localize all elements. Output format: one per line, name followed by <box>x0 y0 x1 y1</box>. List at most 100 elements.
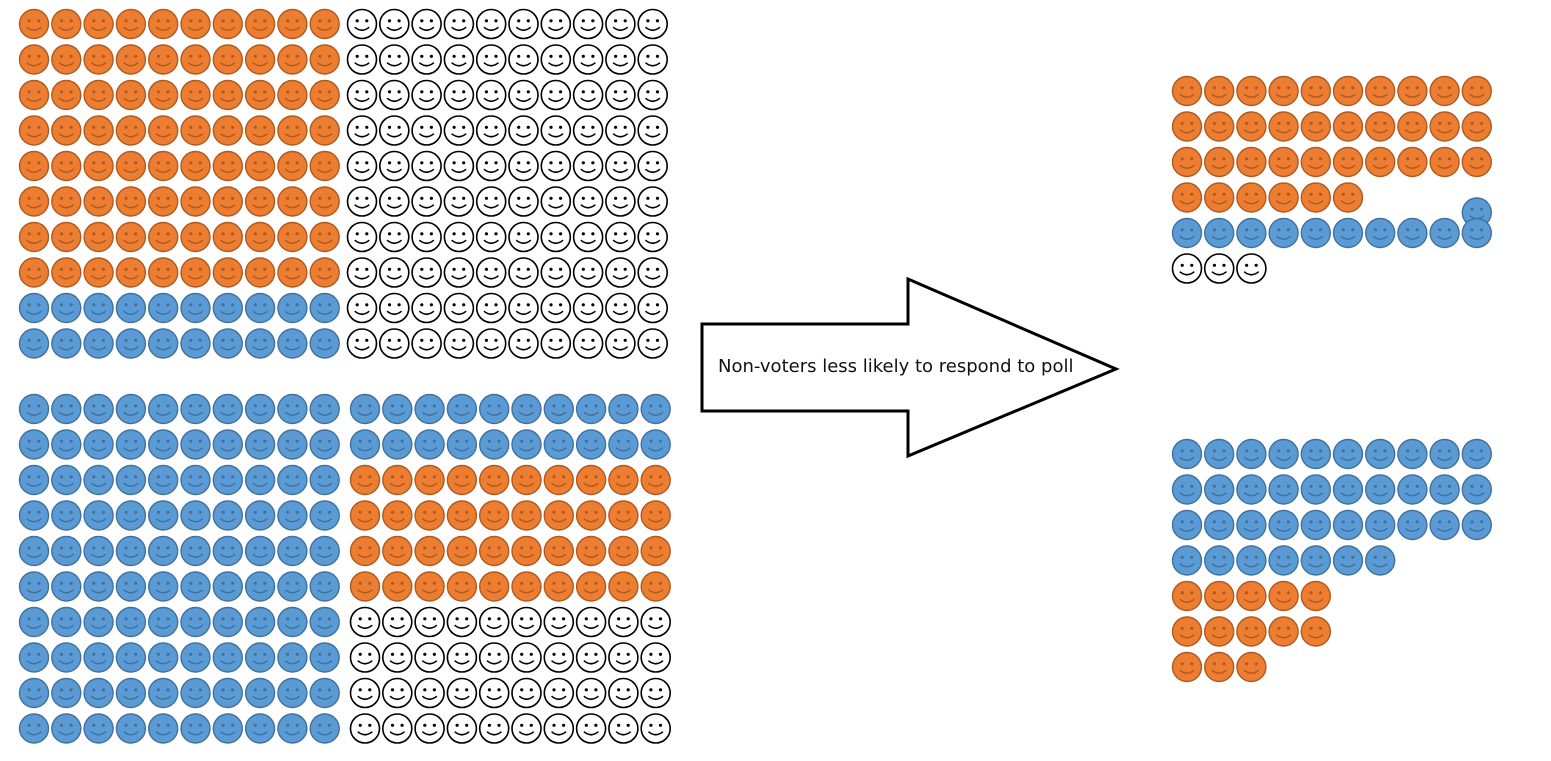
white-smiley-icon <box>572 257 604 288</box>
white-smiley-icon <box>346 257 378 288</box>
orange-smiley-icon <box>18 79 50 111</box>
blue-smiley-icon <box>244 642 276 673</box>
white-smiley-icon <box>508 8 539 40</box>
blue-smiley-icon <box>180 429 211 460</box>
blue-smiley-icon <box>18 292 50 324</box>
blue-smiley-icon <box>1171 474 1203 505</box>
blue-smiley-icon <box>212 292 244 324</box>
white-smiley-icon <box>346 186 378 217</box>
blue-smiley-icon <box>349 429 381 460</box>
orange-smiley-icon <box>1332 182 1364 213</box>
orange-smiley-icon <box>1203 580 1235 612</box>
blue-smiley-icon <box>180 328 211 359</box>
blue-smiley-icon <box>277 713 308 744</box>
white-smiley-icon <box>637 79 669 111</box>
blue-smiley-icon <box>51 328 82 359</box>
blue-smiley-icon <box>1203 217 1235 249</box>
blue-smiley-icon <box>277 500 308 531</box>
orange-smiley-icon <box>575 571 607 602</box>
orange-smiley-icon <box>1236 651 1267 683</box>
orange-smiley-icon <box>608 535 639 567</box>
blue-smiley-icon <box>1203 509 1235 541</box>
blue-smiley-icon <box>115 713 147 744</box>
blue-smiley-icon <box>1397 217 1428 249</box>
orange-smiley-icon <box>1171 616 1203 647</box>
white-smiley-icon <box>446 677 478 709</box>
blue-smiley-icon <box>511 393 542 425</box>
white-smiley-icon <box>640 606 672 638</box>
blue-smiley-icon <box>543 429 574 460</box>
orange-smiley-icon <box>51 44 82 75</box>
orange-smiley-icon <box>640 535 671 567</box>
white-smiley-icon <box>608 642 639 673</box>
blue-smiley-icon <box>277 642 308 673</box>
blue-smiley-icon <box>1171 509 1203 541</box>
blue-smiley-icon <box>1332 438 1364 470</box>
orange-smiley-icon <box>479 535 510 567</box>
white-smiley-icon <box>540 257 572 288</box>
blue-smiley-icon <box>1364 545 1396 576</box>
blue-smiley-icon <box>244 464 276 496</box>
orange-smiley-icon <box>180 115 211 146</box>
blue-smiley-icon <box>212 328 244 359</box>
blue-smiley-icon <box>244 292 276 324</box>
blue-smiley-icon <box>1429 474 1460 505</box>
blue-smiley-icon <box>115 500 147 531</box>
orange-smiley-icon <box>18 8 50 40</box>
orange-smiley-icon <box>212 221 244 253</box>
orange-smiley-icon <box>382 500 413 531</box>
orange-smiley-icon <box>1397 146 1428 178</box>
blue-smiley-icon <box>147 292 179 324</box>
blue-smiley-icon <box>212 677 244 709</box>
white-smiley-icon <box>605 150 636 182</box>
blue-smiley-icon <box>309 328 340 359</box>
blue-smiley-icon <box>1364 217 1396 249</box>
respondents-top-group <box>1171 75 1493 284</box>
blue-smiley-icon <box>1397 438 1428 470</box>
blue-smiley-icon <box>147 500 179 531</box>
blue-smiley-icon <box>1397 509 1428 541</box>
white-smiley-icon <box>446 642 478 673</box>
white-smiley-icon <box>540 150 572 182</box>
white-smiley-icon <box>346 328 378 359</box>
orange-smiley-icon <box>575 500 607 531</box>
blue-smiley-icon <box>1203 474 1235 505</box>
white-smiley-icon <box>572 8 604 40</box>
blue-smiley-icon <box>1268 509 1299 541</box>
white-smiley-icon <box>349 677 381 709</box>
orange-smiley-icon <box>349 464 381 496</box>
orange-smiley-icon <box>1268 75 1299 107</box>
blue-smiley-icon <box>212 500 244 531</box>
orange-smiley-icon <box>212 79 244 111</box>
orange-smiley-icon <box>575 535 607 567</box>
orange-smiley-icon <box>1236 580 1267 612</box>
white-smiley-icon <box>605 44 636 75</box>
blue-smiley-icon <box>1268 545 1299 576</box>
orange-smiley-icon <box>147 221 179 253</box>
blue-smiley-icon <box>1203 438 1235 470</box>
orange-smiley-icon <box>1236 616 1267 647</box>
blue-smiley-icon <box>18 571 50 602</box>
orange-smiley-icon <box>1268 111 1299 142</box>
white-smiley-icon <box>478 677 510 709</box>
white-smiley-icon <box>572 328 604 359</box>
blue-smiley-icon <box>309 393 340 425</box>
orange-smiley-icon <box>147 186 179 217</box>
blue-smiley-icon <box>83 677 114 709</box>
white-smiley-icon <box>508 257 539 288</box>
orange-smiley-icon <box>180 186 211 217</box>
white-smiley-icon <box>511 642 542 673</box>
orange-smiley-icon <box>83 257 114 288</box>
white-smiley-icon <box>511 606 542 638</box>
orange-smiley-icon <box>244 44 276 75</box>
white-smiley-icon <box>446 606 478 638</box>
orange-smiley-icon <box>277 79 308 111</box>
orange-smiley-icon <box>640 571 671 602</box>
orange-smiley-icon <box>180 8 211 40</box>
blue-smiley-icon <box>640 429 671 460</box>
white-smiley-icon <box>605 186 636 217</box>
orange-smiley-icon <box>83 150 114 182</box>
orange-smiley-icon <box>18 257 50 288</box>
white-smiley-icon <box>443 115 475 146</box>
orange-smiley-icon <box>1364 75 1396 107</box>
